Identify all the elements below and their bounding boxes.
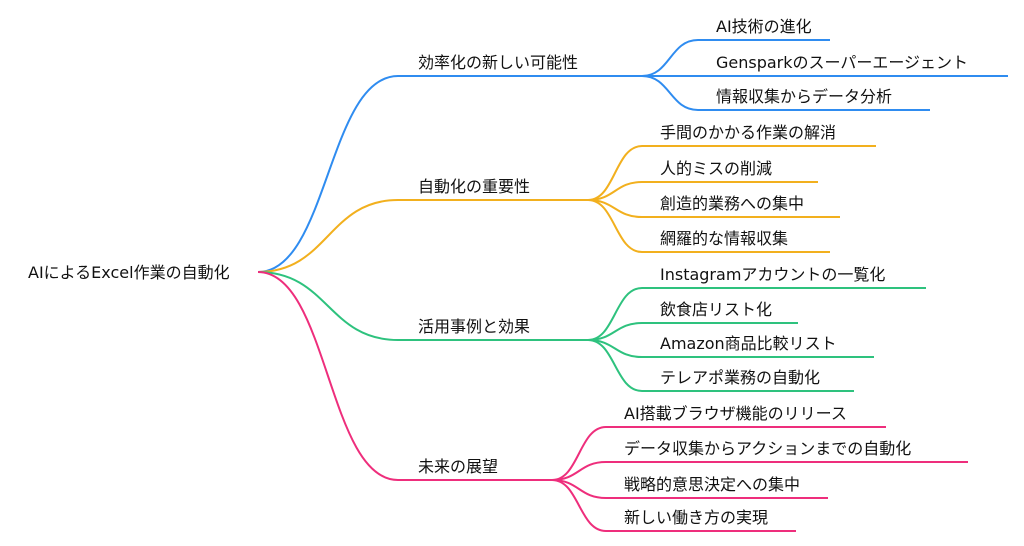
edge-root-to-branch-4 [257,271,399,481]
leaf-label: Instagramアカウントの一覧化 [660,265,885,284]
edge-branch-1-to-leaf-3 [641,75,699,111]
leaf-label: AI搭載ブラウザ機能のリリース [624,404,847,423]
leaf-label: 戦略的意思決定への集中 [624,475,800,494]
leaf-label: 飲食店リスト化 [660,300,772,319]
leaf-label: Amazon商品比較リスト [660,334,837,353]
edge-root-to-branch-2 [257,199,399,273]
mindmap-edges [257,39,1008,532]
edge-branch-2-to-leaf-4 [587,199,643,253]
leaf-label: 網羅的な情報収集 [660,229,788,248]
branch-label-1: 効率化の新しい可能性 [418,53,578,72]
branch-label-3: 活用事例と効果 [418,317,530,336]
leaf-label: 人的ミスの削減 [660,159,772,178]
leaf-label: データ収集からアクションまでの自動化 [624,439,911,458]
edge-branch-1-to-leaf-1 [641,39,699,77]
edge-root-to-branch-3 [257,271,399,341]
leaf-label: 手間のかかる作業の解消 [660,123,836,142]
root-topic-label: AIによるExcel作業の自動化 [28,263,230,282]
leaf-label: テレアポ業務の自動化 [660,368,820,387]
branch-label-2: 自動化の重要性 [418,177,530,196]
leaf-label: 情報収集からデータ分析 [716,87,892,106]
leaf-label: 創造的業務への集中 [660,194,804,213]
leaf-label: AI技術の進化 [716,17,812,36]
edge-branch-4-to-leaf-4 [551,479,607,532]
leaf-label: Gensparkのスーパーエージェント [716,53,968,72]
edge-root-to-branch-1 [257,75,399,273]
mindmap-labels: AIによるExcel作業の自動化 効率化の新しい可能性 AI技術の進化 Genspa… [28,17,968,527]
edge-branch-3-to-leaf-1 [587,287,643,341]
branch-label-4: 未来の展望 [418,457,498,476]
edge-branch-4-to-leaf-1 [551,426,607,481]
edge-branch-3-to-leaf-4 [587,339,643,392]
edge-branch-2-to-leaf-1 [587,145,643,201]
leaf-label: 新しい働き方の実現 [624,508,768,527]
